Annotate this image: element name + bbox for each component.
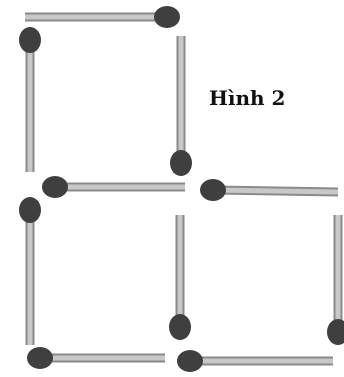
matchstick-head	[327, 319, 344, 345]
matchstick-right-lower	[327, 215, 344, 345]
matchstick-middle-right	[200, 179, 338, 201]
matchstick-head	[169, 314, 191, 340]
matchstick-top-upper	[25, 6, 180, 28]
matchstick-right-upper	[170, 36, 192, 176]
matchstick-head	[177, 350, 203, 372]
matchstick-bottom-left	[27, 347, 165, 369]
matchstick-center-lower	[169, 215, 191, 340]
matchstick-left-lower	[19, 197, 41, 345]
matchstick-head	[19, 27, 41, 53]
matchstick-head	[154, 6, 180, 28]
figure-caption: Hình 2	[209, 86, 285, 110]
matchstick-head	[27, 347, 53, 369]
matchstick-left-upper	[19, 27, 41, 172]
matchstick-head	[200, 179, 226, 201]
matchstick-head	[42, 176, 68, 198]
matchstick-bottom-right	[177, 350, 333, 372]
matchstick-head	[19, 197, 41, 223]
matchstick-stick	[213, 190, 338, 192]
matchstick-middle-left	[42, 176, 185, 198]
matchstick-head	[170, 150, 192, 176]
